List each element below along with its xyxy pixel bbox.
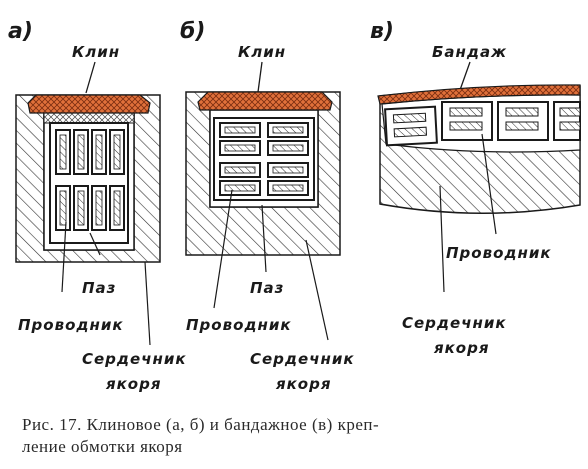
panel-a-wedge [27,94,151,114]
caption-line-2: ление обмотки якоря [22,437,183,456]
panel-c-conductor-label: Проводник [446,244,552,262]
panel-a-core-label-line1: Сердечник [82,350,187,368]
panel-c-letter: в) [370,19,394,44]
panel-c: в) Бандаж Проводник Сердечник якоря [370,19,581,357]
panel-c-core-label-line1: Сердечник [402,314,507,332]
panel-a-slot-label: Паз [82,279,116,297]
panel-b-core-label-line1: Сердечник [250,350,355,368]
panel-c-band [377,84,581,105]
panel-b-core-label-line2: якоря [275,375,332,393]
panel-b: б) Клин Паз Проводник Сердечник якоря [180,19,355,393]
panel-a-wedge-label: Клин [72,43,120,61]
panel-b-conductors [219,122,309,196]
panel-b-letter: б) [180,19,205,44]
panel-c-conductors [384,101,581,147]
panel-a-slot-insulation [43,112,135,124]
panel-a-conductor-label: Проводник [18,316,124,334]
panel-a: а) Клин Паз Проводник Сердечник якоря [8,19,187,393]
panel-c-band-label: Бандаж [432,43,507,61]
panel-a-core-label-line2: якоря [105,375,162,393]
caption-line-1: Рис. 17. Клиновое (а, б) и бандажное (в)… [22,415,380,434]
figure-caption: Рис. 17. Клиновое (а, б) и бандажное (в)… [22,414,582,458]
panel-a-conductors [55,129,125,231]
panel-b-wedge [197,91,333,111]
panel-c-core-label-line2: якоря [433,339,490,357]
panel-b-wedge-label: Клин [238,43,286,61]
panel-b-conductor-label: Проводник [186,316,292,334]
panel-b-slot-label: Паз [250,279,284,297]
panel-a-letter: а) [8,19,33,44]
